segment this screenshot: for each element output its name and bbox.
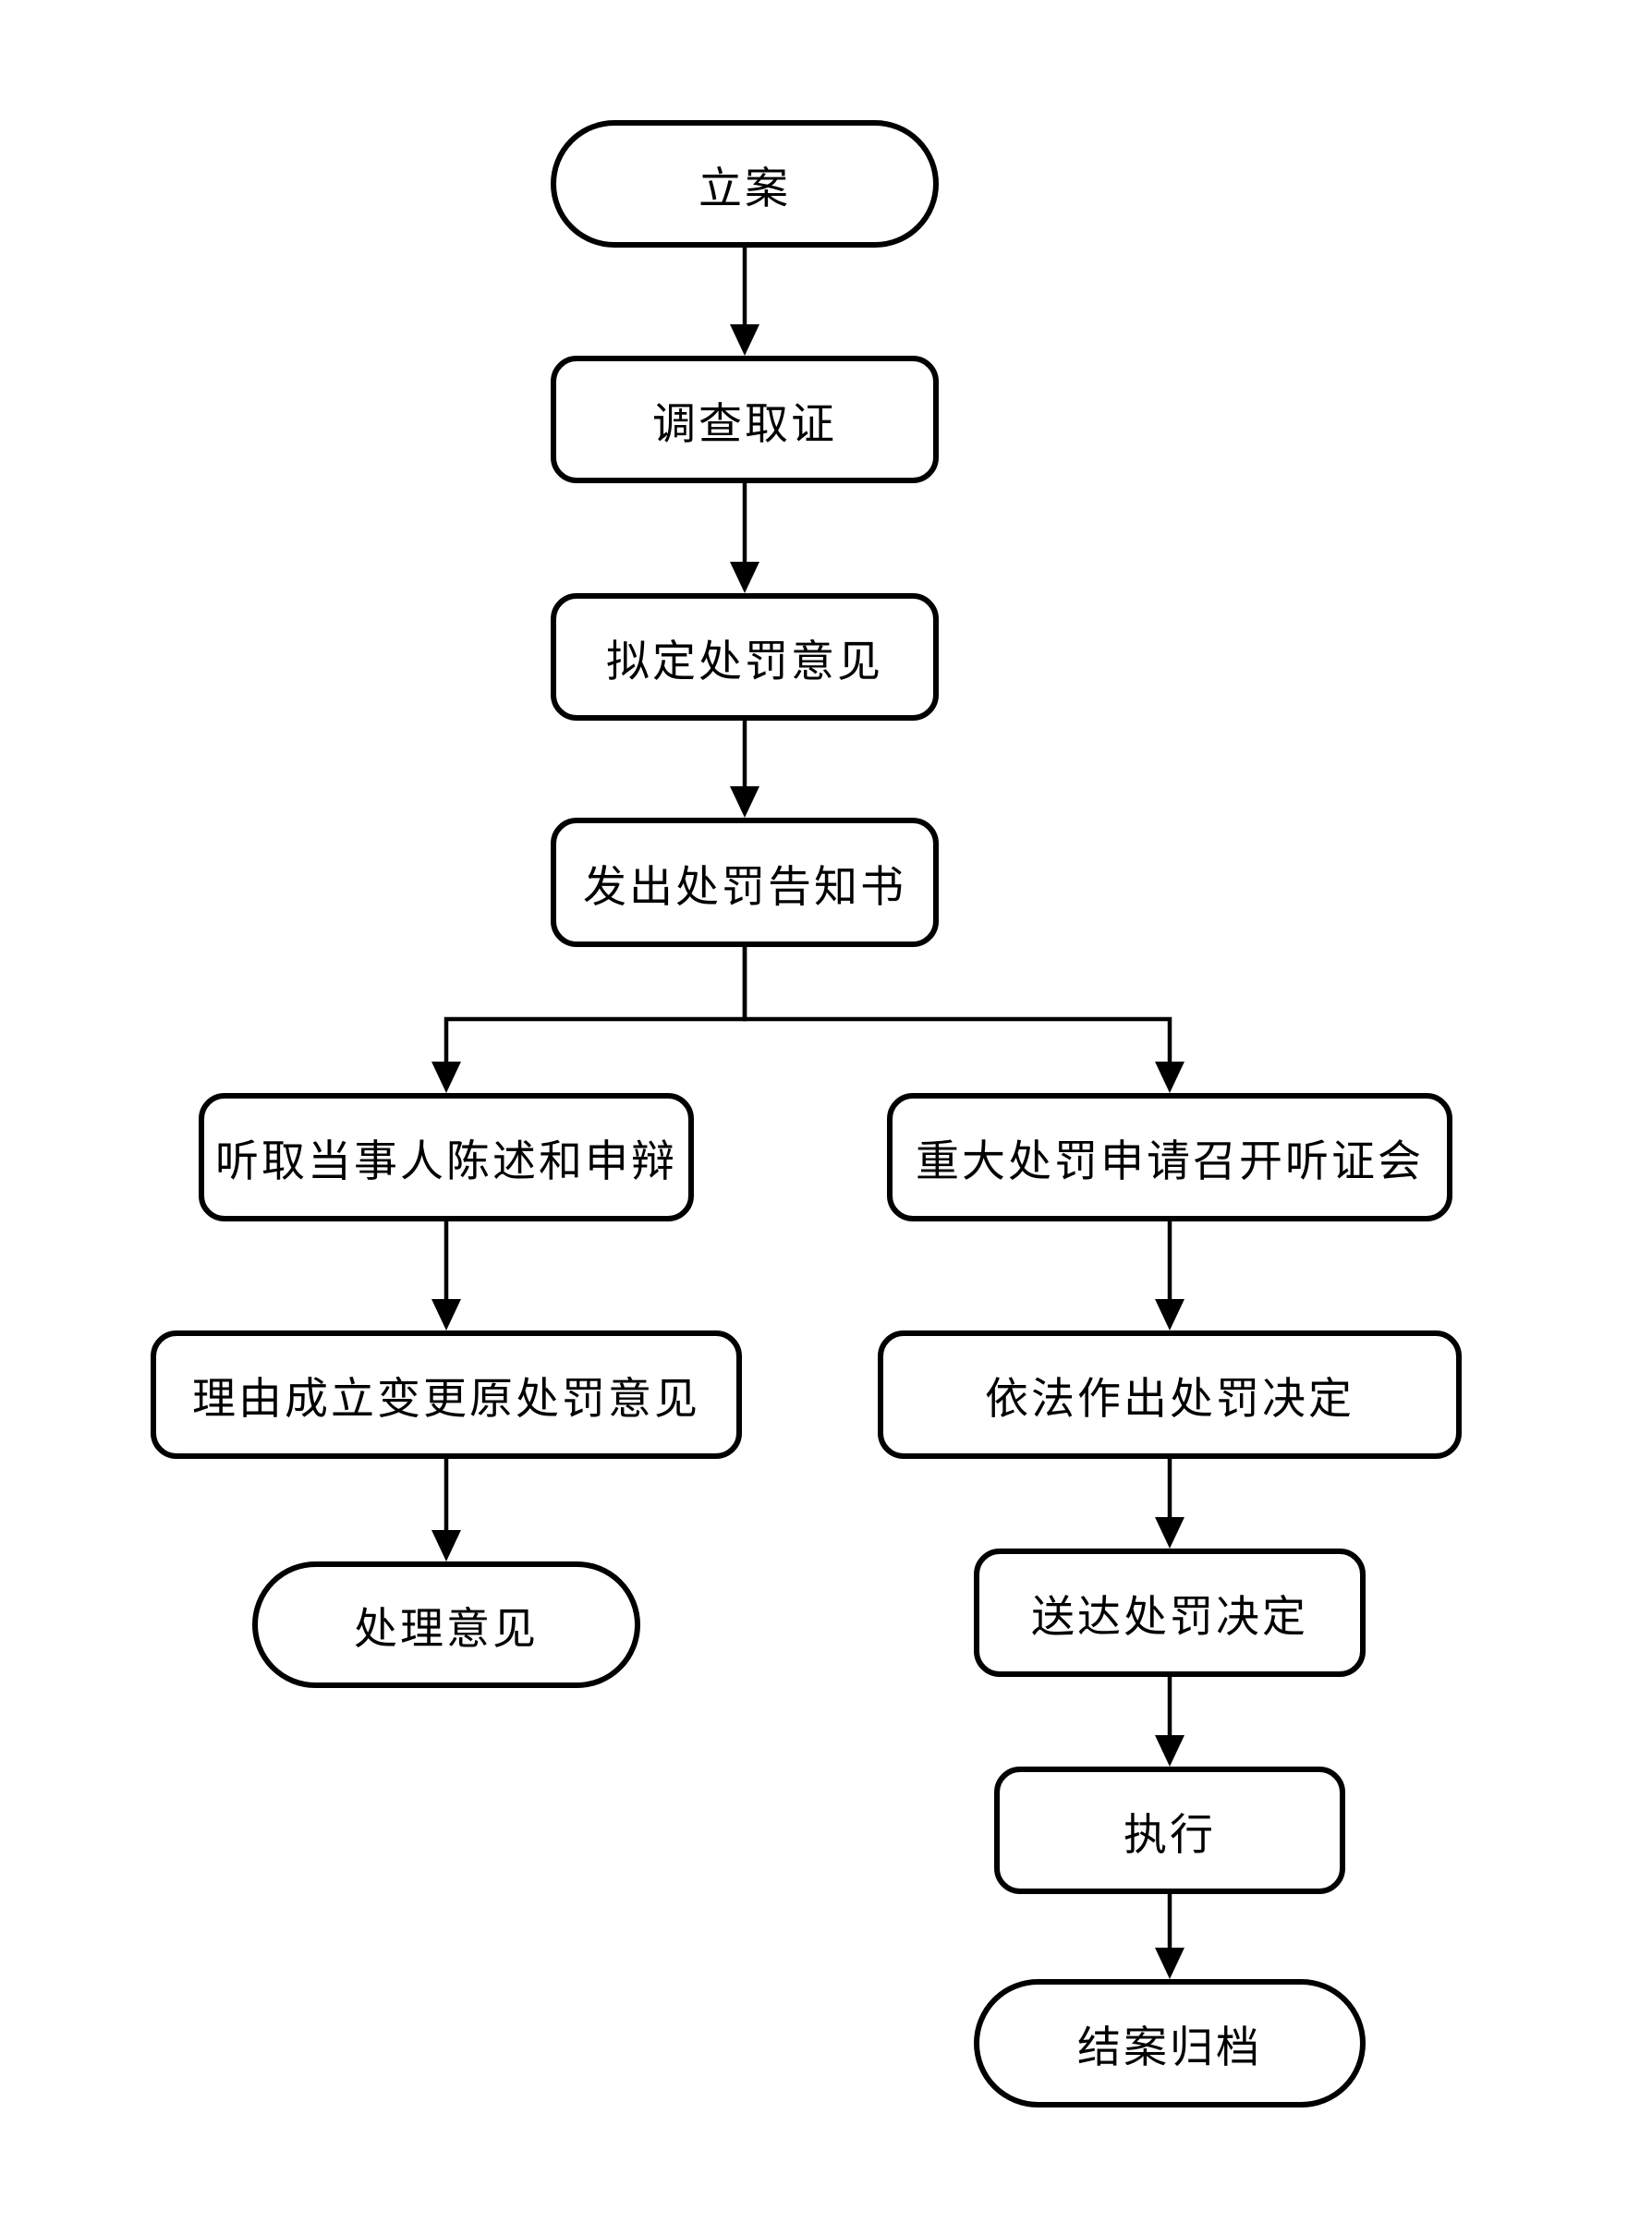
arrowhead-icon (730, 324, 759, 356)
node-yifa: 依法作出处罚决定 (878, 1330, 1462, 1459)
edge-tingqu-liyou (431, 1219, 461, 1330)
arrowhead-icon (1155, 1948, 1184, 1979)
node-tingqu: 听取当事人陈述和申辩 (199, 1093, 694, 1221)
edge-zhixing-jiean (1155, 1891, 1184, 1979)
arrowhead-icon (730, 562, 759, 593)
edge-songda-zhixing (1155, 1674, 1184, 1767)
node-label: 执行 (1124, 1811, 1216, 1860)
node-label: 拟定处罚意见 (606, 638, 883, 686)
edge-diaocha-niding (730, 480, 759, 593)
arrowhead-icon (1155, 1062, 1184, 1093)
edge-liyou-chuli (431, 1456, 461, 1561)
node-liyou: 理由成立变更原处罚意见 (151, 1330, 742, 1459)
node-label: 听取当事人陈述和申辩 (215, 1138, 677, 1186)
node-songda: 送达处罚决定 (974, 1549, 1366, 1677)
node-li_an: 立案 (551, 120, 939, 248)
edge-fachu-zhongda (742, 944, 1184, 1093)
edge-zhongda-yifa (1155, 1219, 1184, 1330)
arrowhead-icon (1155, 1735, 1184, 1767)
arrowhead-icon (730, 786, 759, 818)
arrowhead-icon (431, 1062, 461, 1093)
node-jiean: 结案归档 (974, 1979, 1366, 2107)
edge-yifa-songda (1155, 1456, 1184, 1549)
node-label: 立案 (698, 164, 791, 213)
arrowhead-icon (431, 1299, 461, 1330)
node-fachu: 发出处罚告知书 (551, 818, 939, 947)
node-label: 送达处罚决定 (1031, 1594, 1308, 1642)
node-niding: 拟定处罚意见 (551, 593, 939, 721)
node-label: 结案归档 (1077, 2024, 1262, 2072)
node-label: 处理意见 (354, 1606, 539, 1654)
edge-li_an-diaocha (730, 245, 759, 356)
arrowhead-icon (1155, 1517, 1184, 1549)
node-label: 理由成立变更原处罚意见 (192, 1376, 700, 1424)
edge-niding-fachu (730, 718, 759, 818)
arrowhead-icon (1155, 1299, 1184, 1330)
node-label: 依法作出处罚决定 (985, 1376, 1354, 1424)
arrowhead-icon (431, 1530, 461, 1561)
node-zhongda: 重大处罚申请召开听证会 (887, 1093, 1452, 1221)
node-diaocha: 调查取证 (551, 356, 939, 483)
node-label: 调查取证 (652, 400, 837, 449)
node-label: 重大处罚申请召开听证会 (916, 1138, 1424, 1186)
node-chuli: 处理意见 (252, 1561, 640, 1688)
node-label: 发出处罚告知书 (583, 863, 906, 912)
node-zhixing: 执行 (994, 1767, 1345, 1894)
